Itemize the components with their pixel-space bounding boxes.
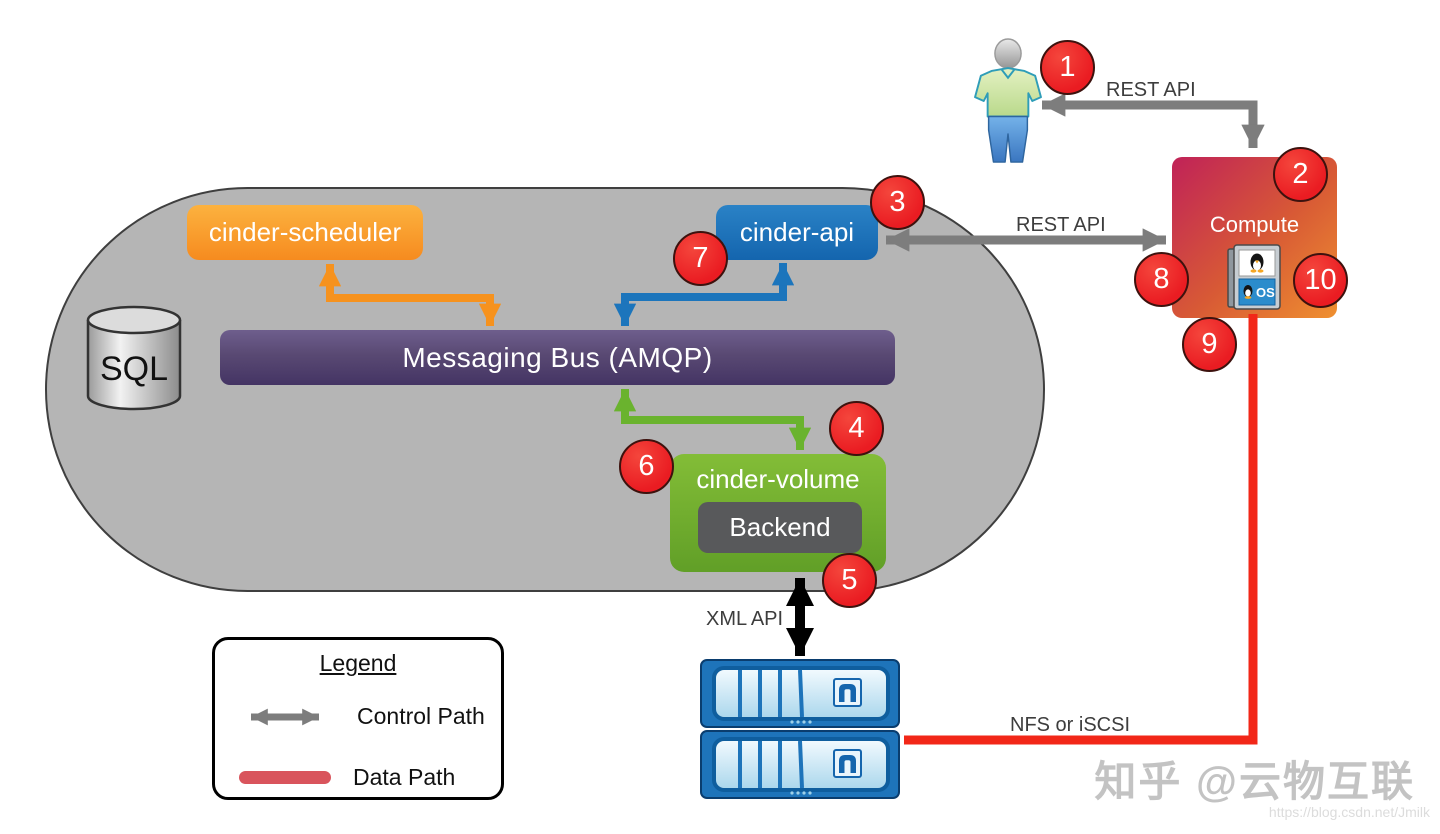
watermark-brand: 知乎 @云物互联 (1094, 758, 1415, 805)
step-badge-2: 2 (1273, 147, 1328, 202)
cinder-scheduler-box: cinder-scheduler (187, 205, 423, 260)
step-badge-4: 4 (829, 401, 884, 456)
step-badge-10: 10 (1293, 253, 1348, 308)
linux-os-icon: OS (1227, 244, 1281, 310)
storage-shelf-bottom (700, 730, 900, 799)
xml-api-label: XML API (706, 608, 784, 630)
legend-title: Legend (319, 650, 397, 676)
cinder-api-box: cinder-api (716, 205, 878, 260)
step-badge-7: 7 (673, 231, 728, 286)
data-path-swatch-icon (239, 771, 331, 784)
step-badge-9: 9 (1182, 317, 1237, 372)
messaging-bus-box: Messaging Bus (AMQP) (220, 330, 895, 385)
os-label: OS (1256, 285, 1275, 300)
step-badge-8: 8 (1134, 252, 1189, 307)
storage-shelf-top (700, 659, 900, 728)
step-badge-6: 6 (619, 439, 674, 494)
rest-api-compute-label: REST API (1016, 214, 1106, 236)
sql-label: SQL (100, 350, 168, 388)
legend-box: Legend Control Path Data Path (212, 637, 504, 800)
storage-appliance-icon (700, 659, 900, 799)
legend-data-path-label: Data Path (353, 764, 456, 790)
compute-label: Compute (1209, 212, 1300, 237)
sql-database-icon: SQL (86, 305, 182, 411)
control-path-arrow-icon (251, 708, 319, 725)
rest-api-user-label: REST API (1106, 79, 1196, 101)
netapp-logo (839, 684, 856, 702)
user-icon (974, 38, 1042, 163)
nfs-iscsi-label: NFS or iSCSI (1010, 714, 1131, 736)
control-path-compute-user (1042, 93, 1265, 148)
step-badge-1: 1 (1040, 40, 1095, 95)
legend-control-path-label: Control Path (357, 703, 485, 729)
watermark-url: https://blog.csdn.net/Jmilk (1268, 804, 1430, 820)
step-badge-5: 5 (822, 553, 877, 608)
backend-box: Backend (698, 502, 862, 553)
step-badge-3: 3 (870, 175, 925, 230)
